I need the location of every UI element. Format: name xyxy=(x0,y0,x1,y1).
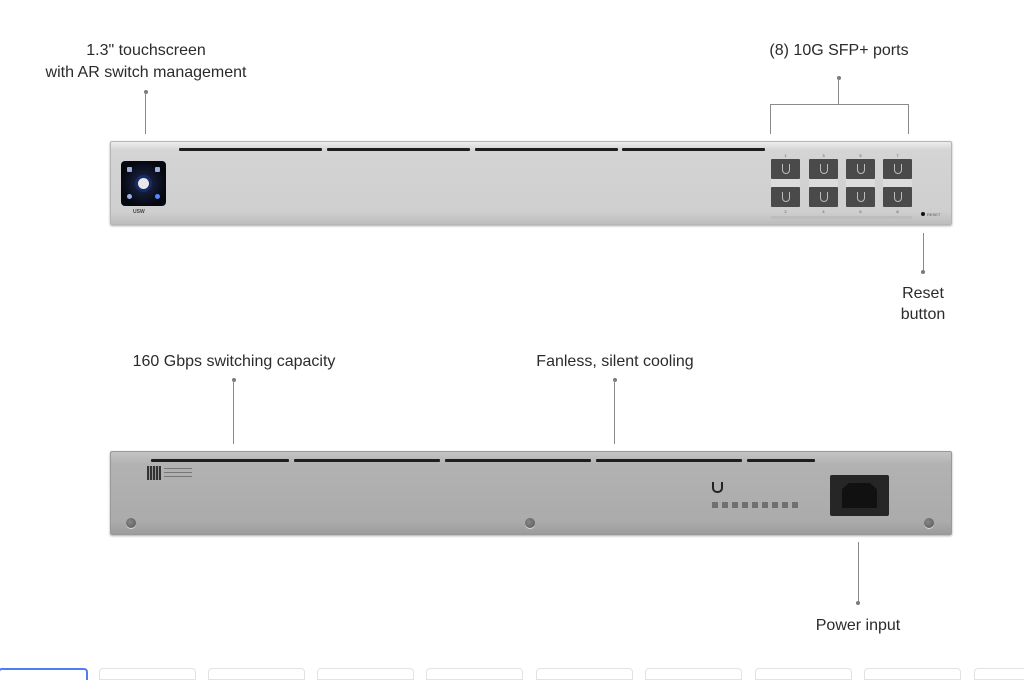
screw xyxy=(924,518,934,528)
sfp-bracket-right xyxy=(908,104,909,134)
thumbnail-tab[interactable] xyxy=(864,668,961,680)
vent-slot xyxy=(445,459,591,462)
thumbnail-tab[interactable] xyxy=(99,668,196,680)
reset-callout-line1: Reset xyxy=(902,285,944,302)
settings-icon xyxy=(127,194,132,199)
sfp-callout-bracket xyxy=(770,104,909,105)
port-number: 3 xyxy=(822,153,825,158)
vent-slot xyxy=(475,148,618,151)
reset-button[interactable] xyxy=(921,212,925,216)
screen-label: USW xyxy=(133,209,145,215)
sfp-port-1[interactable] xyxy=(771,159,800,179)
port-led-strip xyxy=(883,179,912,187)
iec-c14-inlet xyxy=(842,483,877,508)
ar-icon xyxy=(155,194,160,199)
thumbnail-tab[interactable] xyxy=(317,668,414,680)
switching-callout-dot xyxy=(232,378,236,382)
port-number: 8 xyxy=(896,209,899,214)
thumbnail-tab[interactable] xyxy=(755,668,852,680)
certification-marks xyxy=(712,502,800,508)
switching-capacity-callout: 160 Gbps switching capacity xyxy=(132,353,336,370)
switching-callout-leader xyxy=(233,380,234,444)
vent-slot xyxy=(179,148,322,151)
home-button[interactable] xyxy=(138,178,149,189)
touchscreen[interactable] xyxy=(121,161,166,206)
power-callout-leader xyxy=(858,542,859,602)
sfp-callout-dot xyxy=(837,76,841,80)
sfp-bracket-left xyxy=(770,104,771,134)
thumbnail-tab[interactable] xyxy=(208,668,305,680)
sfp-ports-callout: (8) 10G SFP+ ports xyxy=(769,42,909,59)
vent-slot xyxy=(151,459,289,462)
devices-icon xyxy=(155,167,160,172)
touchscreen-callout-leader xyxy=(145,92,146,134)
power-input-callout: Power input xyxy=(815,617,901,634)
label-sticker xyxy=(164,468,192,469)
port-led-strip xyxy=(771,179,800,187)
reset-callout-line2: button xyxy=(900,306,946,323)
touchscreen-callout-line2: with AR switch management xyxy=(45,64,247,81)
port-led-strip xyxy=(809,179,838,187)
vent-slot xyxy=(622,148,765,151)
screw xyxy=(126,518,136,528)
sfp-port-4[interactable] xyxy=(809,187,838,207)
cooling-callout-dot xyxy=(613,378,617,382)
port-number: 1 xyxy=(784,153,787,158)
power-socket[interactable] xyxy=(830,475,889,516)
sfp-port-3[interactable] xyxy=(809,159,838,179)
vent-slot xyxy=(596,459,742,462)
cooling-callout-leader xyxy=(614,380,615,444)
ubiquiti-logo xyxy=(712,482,723,493)
screw xyxy=(525,518,535,528)
sfp-callout-leader xyxy=(838,78,839,104)
touchscreen-callout-line1: 1.3" touchscreen xyxy=(86,42,206,59)
thumbnail-tab[interactable] xyxy=(645,668,742,680)
thumbnail-tab[interactable] xyxy=(426,668,523,680)
network-icon xyxy=(127,167,132,172)
qr-code xyxy=(147,466,161,480)
port-led-strip xyxy=(846,179,875,187)
sfp-port-7[interactable] xyxy=(883,159,912,179)
thumbnail-tab[interactable] xyxy=(536,668,633,680)
sfp-port-5[interactable] xyxy=(846,159,875,179)
thumbnail-tab[interactable] xyxy=(974,668,1024,680)
port-number: 4 xyxy=(822,209,825,214)
sfp-port-8[interactable] xyxy=(883,187,912,207)
port-number: 2 xyxy=(784,209,787,214)
port-number: 7 xyxy=(896,153,899,158)
reset-label: RESET xyxy=(927,212,941,217)
sfp-port-6[interactable] xyxy=(846,187,875,207)
sfp-port-2[interactable] xyxy=(771,187,800,207)
port-label-bar xyxy=(771,216,912,219)
power-callout-dot xyxy=(856,601,860,605)
cooling-callout: Fanless, silent cooling xyxy=(536,353,694,370)
vent-slot xyxy=(294,459,440,462)
switch-back-panel xyxy=(110,451,952,535)
port-number: 6 xyxy=(859,209,862,214)
vent-slot xyxy=(327,148,470,151)
reset-callout-dot xyxy=(921,270,925,274)
switch-front-panel: USW 1 3 5 7 2 4 6 8 RESET xyxy=(110,141,952,225)
thumbnail-tab-active[interactable] xyxy=(0,668,88,680)
vent-slot xyxy=(747,459,815,462)
touchscreen-callout-dot xyxy=(144,90,148,94)
reset-callout-leader xyxy=(923,233,924,271)
port-number: 5 xyxy=(859,153,862,158)
